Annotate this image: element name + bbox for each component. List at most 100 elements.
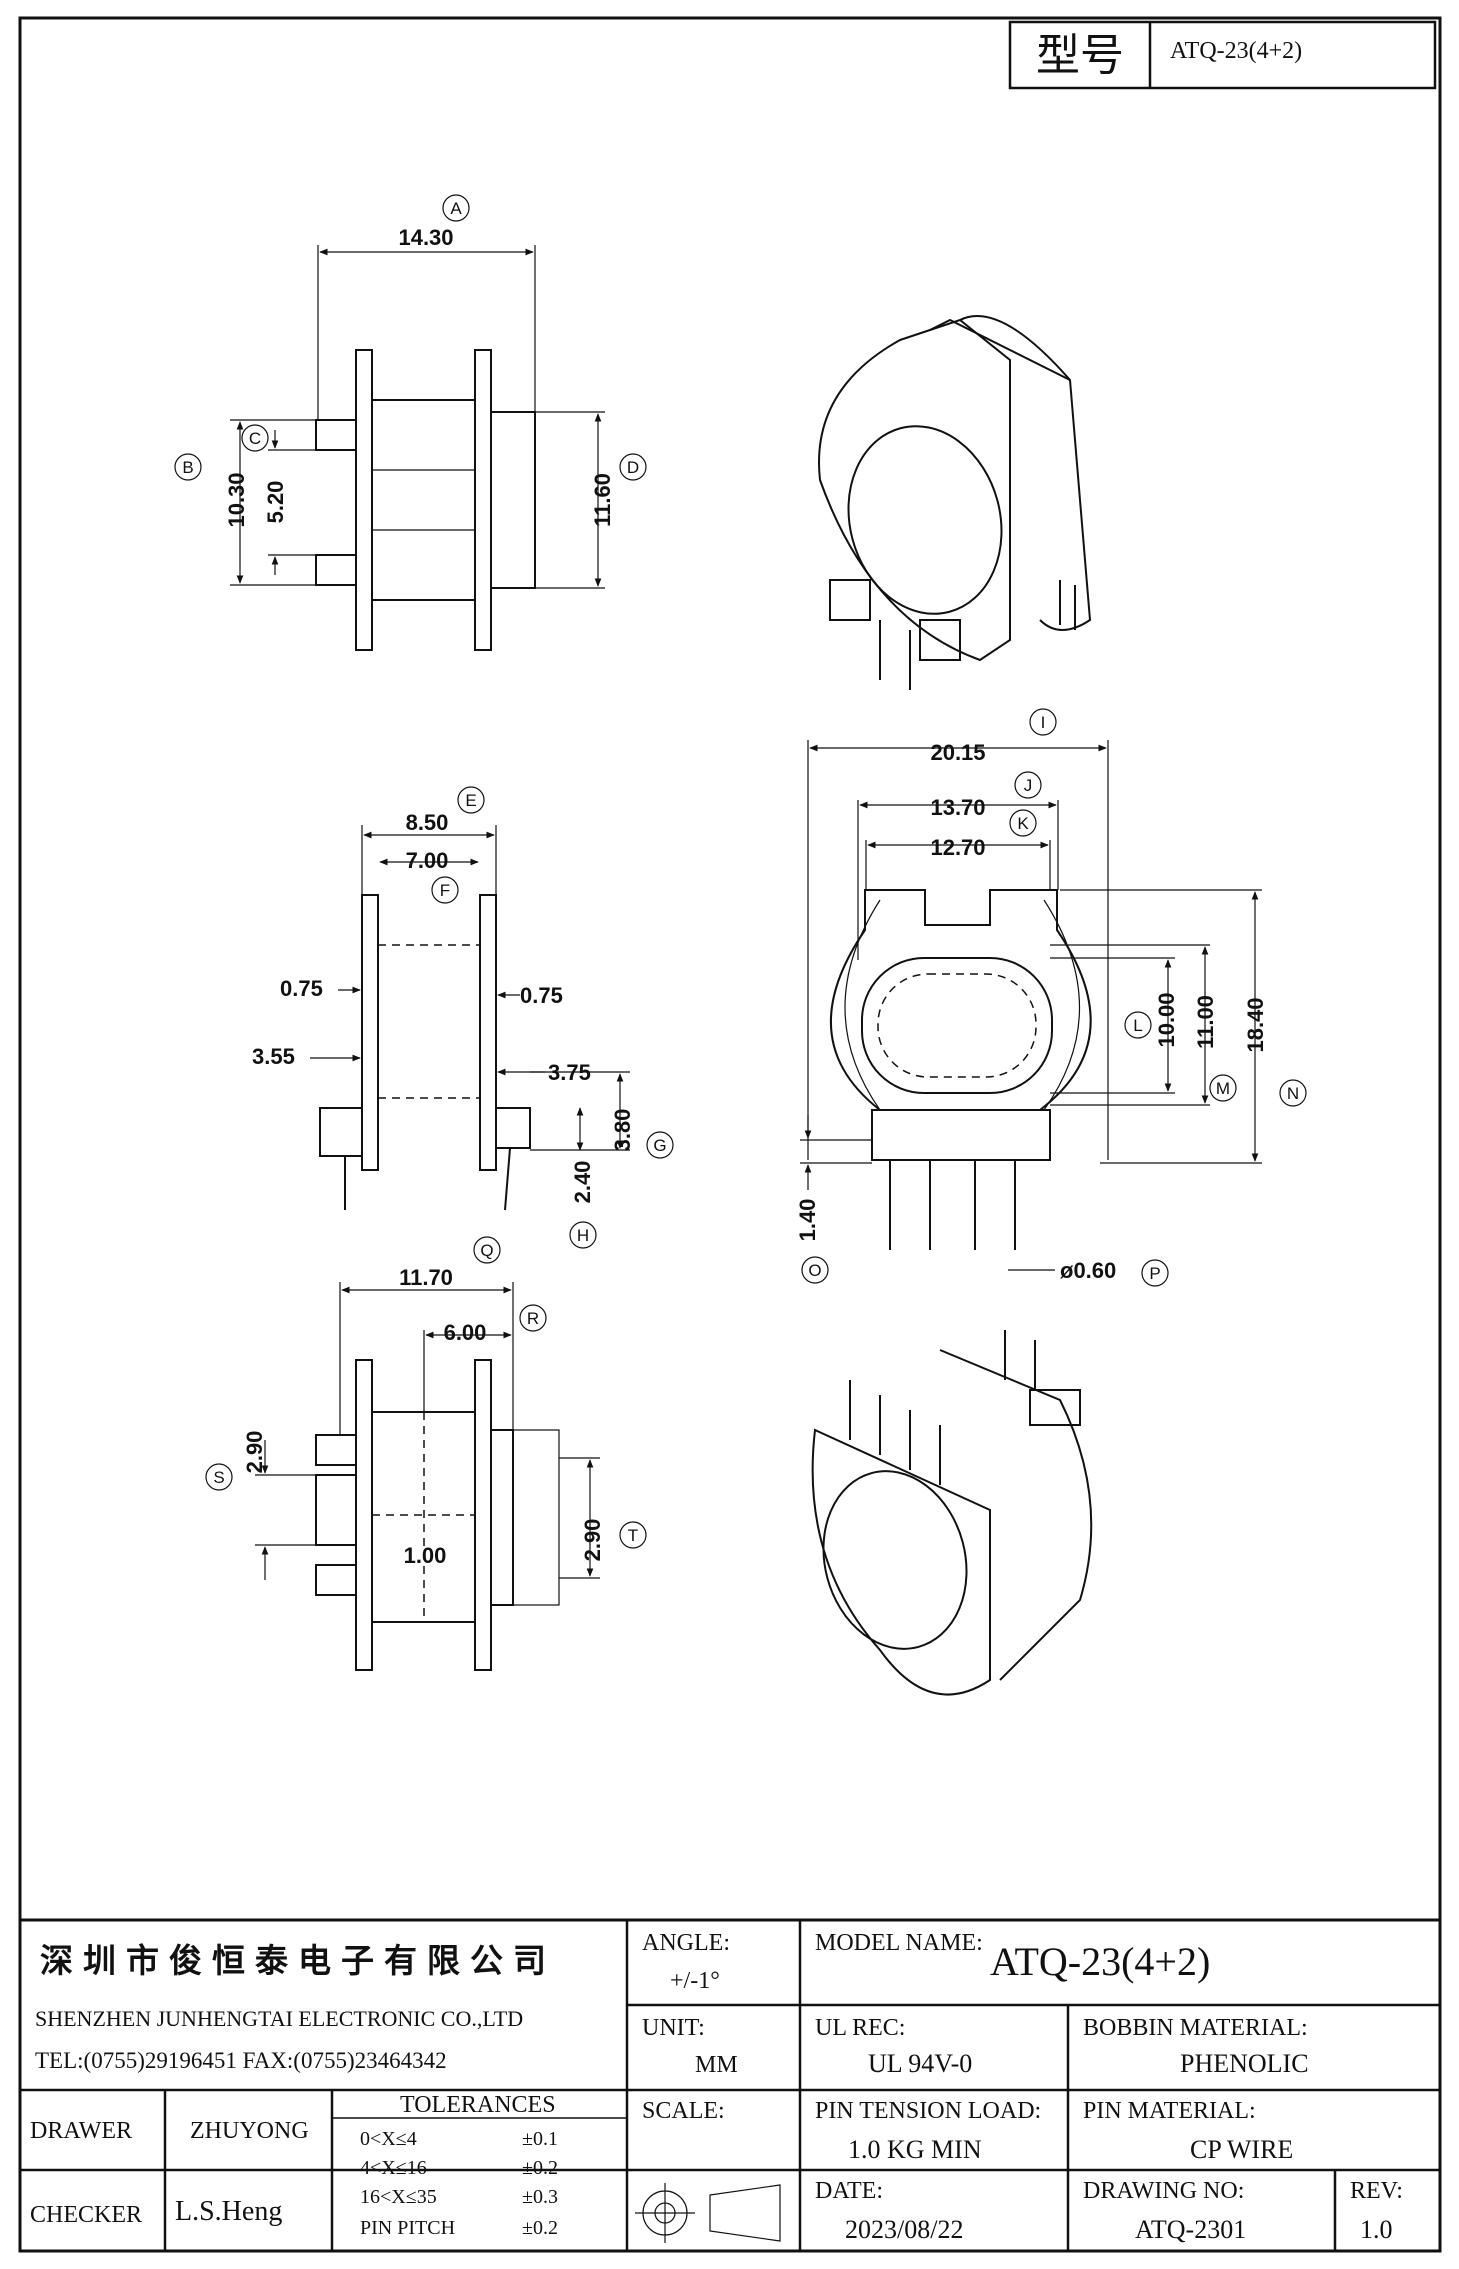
company-cn: 深圳市俊恒泰电子有限公司 [40,1942,556,1980]
label-m: M [1209,1074,1237,1102]
label-f: F [431,876,459,904]
dim-e: 8.50 [406,810,449,835]
type-label: 型号 [1036,31,1124,80]
label-c: C [241,424,269,452]
svg-text:S: S [213,1468,224,1487]
pin-material-label: PIN MATERIAL: [1083,2098,1256,2124]
dim-l: 10.00 [1154,992,1179,1047]
checker-value: L.S.Heng [175,2196,282,2227]
tol-value-1: ±0.1 [522,2128,558,2150]
dim-f: 7.00 [406,848,449,873]
dim-i: 20.15 [930,740,985,765]
pin-tension-label: PIN TENSION LOAD: [815,2098,1041,2124]
projection-symbol [635,2183,781,2243]
dim-o: 1.40 [795,1199,820,1242]
tol-value-4: ±0.2 [522,2217,558,2239]
label-i: I [1029,708,1057,736]
dim-g: 3.80 [610,1109,635,1152]
svg-text:K: K [1017,814,1029,833]
svg-text:L: L [1133,1016,1142,1035]
svg-text:D: D [627,458,639,477]
pin-tension-value: 1.0 KG MIN [848,2135,982,2164]
label-h: H [569,1221,597,1249]
angle-value: +/-1° [670,1968,720,1994]
pin-material-value: CP WIRE [1190,2135,1293,2164]
dim-left-offset: 3.55 [252,1044,295,1069]
tol-range-3: 16<X≤35 [360,2186,437,2208]
svg-text:N: N [1287,1084,1299,1103]
label-n: N [1279,1079,1307,1107]
svg-text:I: I [1041,713,1046,732]
rev-label: REV: [1350,2178,1403,2204]
model-name-value: ATQ-23(4+2) [990,1939,1210,1984]
side-view: 8.50 7.00 0.75 0.75 3.55 3.75 3.80 2.40 [252,810,635,1211]
tol-value-2: ±0.2 [522,2157,558,2179]
dim-k: 12.70 [930,835,985,860]
label-q: Q [473,1236,501,1264]
dim-left-wall: 0.75 [280,976,323,1001]
company-contact: TEL:(0755)29196451 FAX:(0755)23464342 [35,2048,447,2073]
ul-rec-value: UL 94V-0 [868,2049,972,2078]
isometric-view-top [818,315,1092,690]
label-l: L [1124,1011,1152,1039]
label-a: A [442,194,470,222]
scale-label: SCALE: [642,2098,725,2124]
header-box: 型号 ATQ-23(4+2) [1008,20,1437,90]
dim-a: 14.30 [398,225,453,250]
dim-pitch: 1.00 [404,1543,447,1568]
drawing-no-label: DRAWING NO: [1083,2178,1244,2204]
dim-p: ø0.60 [1060,1258,1116,1283]
label-t: T [619,1521,647,1549]
svg-text:F: F [440,881,450,900]
title-block: 深圳市俊恒泰电子有限公司 SHENZHEN JUNHENGTAI ELECTRO… [18,1918,1442,2253]
front-view: 14.30 11.60 10.30 5.20 [224,225,615,651]
svg-text:P: P [1149,1264,1160,1283]
ul-rec-label: UL REC: [815,2015,905,2041]
dim-n: 18.40 [1243,997,1268,1052]
model-name-label: MODEL NAME: [815,1930,983,1956]
unit-label: UNIT: [642,2015,705,2041]
checker-label: CHECKER [30,2202,142,2228]
end-view: 20.15 13.70 12.70 10.00 11.00 18.40 1.40… [795,740,1268,1283]
label-s: S [205,1463,233,1491]
dim-s: 2.90 [242,1431,267,1474]
svg-text:Q: Q [480,1241,493,1260]
rev-value: 1.0 [1360,2215,1393,2244]
date-value: 2023/08/22 [845,2215,963,2244]
dim-q: 11.70 [399,1265,453,1290]
dim-m: 11.00 [1193,995,1218,1049]
isometric-view-bottom [811,1330,1093,1696]
drawer-value: ZHUYONG [190,2118,309,2144]
svg-text:T: T [628,1526,638,1545]
svg-text:E: E [465,791,476,810]
label-o: O [801,1256,829,1284]
dim-c: 5.20 [263,481,288,524]
bobbin-material-value: PHENOLIC [1180,2049,1309,2078]
svg-text:J: J [1024,776,1033,795]
label-k: K [1009,809,1037,837]
dim-r: 6.00 [444,1320,487,1345]
dim-b: 10.30 [224,472,249,527]
angle-label: ANGLE: [642,1930,730,1956]
label-e: E [457,786,485,814]
tolerances-label: TOLERANCES [400,2092,556,2118]
bottom-view: 11.70 6.00 2.90 2.90 1.00 [242,1265,605,1671]
svg-text:A: A [450,199,462,218]
drawing-no-value: ATQ-2301 [1135,2215,1246,2244]
circle-labels: A B C D E F G H I J K L M N O P Q R S T [174,194,1307,1549]
svg-text:H: H [577,1226,589,1245]
label-g: G [646,1131,674,1159]
label-b: B [174,453,202,481]
tol-range-2: 4<X≤16 [360,2157,427,2179]
dim-right-wall: 0.75 [520,983,563,1008]
dim-d: 11.60 [590,473,615,527]
label-p: P [1141,1259,1169,1287]
header-model: ATQ-23(4+2) [1170,38,1302,64]
svg-text:M: M [1216,1079,1230,1098]
label-d: D [619,453,647,481]
svg-text:R: R [527,1309,539,1328]
svg-text:G: G [653,1136,666,1155]
tol-range-1: 0<X≤4 [360,2128,417,2150]
bobbin-material-label: BOBBIN MATERIAL: [1083,2015,1308,2041]
